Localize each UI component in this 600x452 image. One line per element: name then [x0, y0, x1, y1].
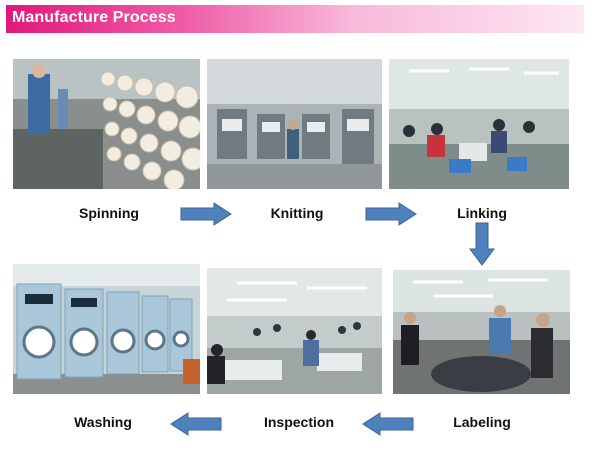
page-title: Manufacture Process	[12, 9, 176, 26]
step-label-linking: Linking	[457, 205, 507, 221]
linking-photo	[389, 59, 569, 189]
inspection-photo	[207, 268, 382, 394]
knitting-photo	[207, 59, 382, 189]
step-label-spinning: Spinning	[79, 205, 139, 221]
step-label-inspection: Inspection	[263, 414, 334, 430]
spinning-photo	[13, 59, 200, 189]
step-label-labeling: Labeling	[453, 414, 511, 430]
step-label-knitting: Knitting	[270, 205, 324, 221]
header-banner: Manufacture Process	[6, 5, 584, 33]
step-label-washing: Washing	[74, 414, 132, 430]
labeling-photo	[393, 270, 570, 394]
arrow-right-icon	[180, 202, 232, 226]
arrow-right-icon	[365, 202, 417, 226]
washing-photo	[13, 264, 200, 394]
arrow-down-icon	[469, 222, 495, 266]
arrow-left-icon	[362, 412, 414, 436]
arrow-left-icon	[170, 412, 222, 436]
